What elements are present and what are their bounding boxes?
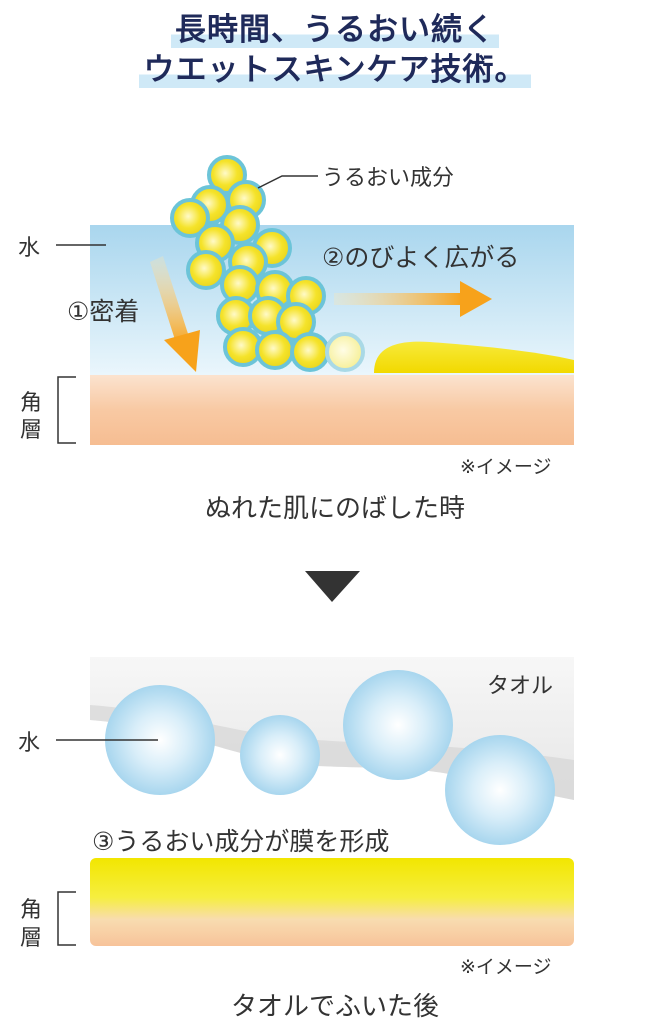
water-droplet <box>105 685 215 795</box>
stratum-bracket-lower <box>57 891 76 946</box>
step3-label: ③うるおい成分が膜を形成 <box>92 827 390 856</box>
stratum-label-lower-1: 角 <box>20 898 43 923</box>
stratum-label-1: 角 <box>20 391 43 416</box>
step1-label: ①密着 <box>67 297 140 326</box>
ingredient-label: うるおい成分 <box>322 166 455 191</box>
water-label: 水 <box>18 236 41 261</box>
water-label-lower: 水 <box>18 731 41 756</box>
divider-down-arrow <box>305 571 360 602</box>
spread-arrow <box>334 281 492 317</box>
image-note: ※イメージ <box>460 456 552 478</box>
water-droplet <box>445 735 555 845</box>
ingredient-cluster <box>170 155 365 372</box>
stratum-bracket <box>57 376 76 444</box>
headline-line-2: ウエットスキンケア技術。 <box>0 44 670 89</box>
water-droplet <box>343 670 453 780</box>
adhesion-arrow <box>150 256 200 372</box>
lower-caption: タオルでふいた後 <box>230 992 439 1022</box>
stratum-label-lower-2: 層 <box>20 926 43 951</box>
skin-layer <box>90 375 574 445</box>
spread-ingredient-puddle <box>374 341 574 373</box>
water-droplet <box>240 715 320 795</box>
upper-caption: ぬれた肌にのばした時 <box>204 494 465 524</box>
moisture-film-and-skin <box>90 858 574 946</box>
towel-label: タオル <box>487 674 554 699</box>
stratum-label-2: 層 <box>20 418 43 443</box>
headline-line-1: 長時間、うるおい続く <box>0 4 670 49</box>
image-note-lower: ※イメージ <box>460 956 552 978</box>
ingredient-leader-line <box>257 175 318 189</box>
step2-label: ②のびよく広がる <box>322 243 520 272</box>
